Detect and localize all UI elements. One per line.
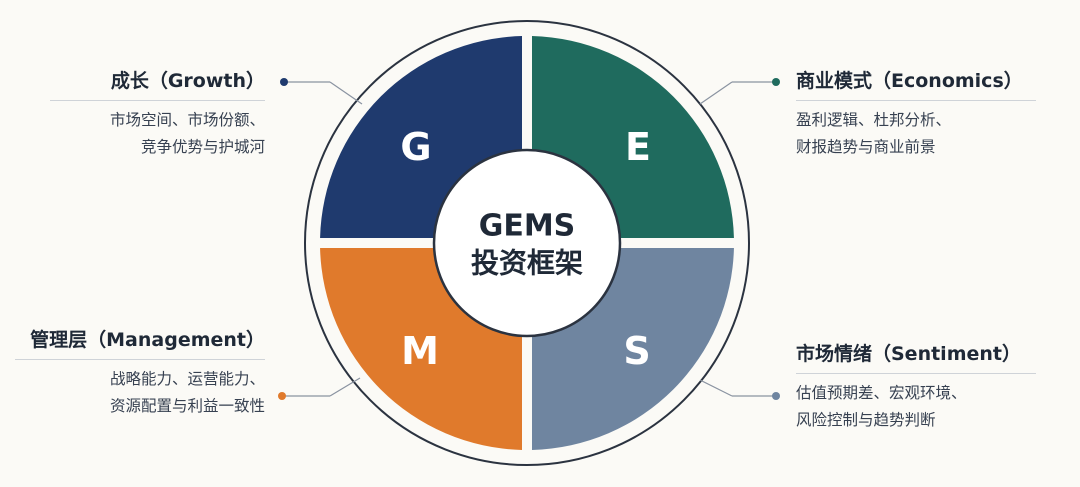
outer-ring — [304, 20, 750, 466]
quadrant-m — [320, 247, 523, 450]
label-growth-desc-1: 市场空间、市场份额、 — [109, 111, 265, 129]
connector-growth-diag — [329, 81, 363, 105]
label-management-desc-1: 战略能力、运营能力、 — [109, 370, 265, 388]
label-management: 管理层（Management） 战略能力、运营能力、 资源配置与利益一致性 — [0, 327, 265, 420]
label-sentiment-rule — [796, 373, 1036, 374]
label-economics-desc-1: 盈利逻辑、杜邦分析、 — [796, 111, 952, 129]
label-sentiment: 市场情绪（Sentiment） 估值预期差、宏观环境、 风险控制与趋势判断 — [796, 341, 1056, 434]
label-management-desc-2: 资源配置与利益一致性 — [109, 397, 265, 415]
quadrant-e — [531, 36, 734, 239]
label-management-rule — [15, 359, 265, 360]
quadrant-s-letter: S — [623, 329, 650, 373]
connector-management-dot — [278, 392, 286, 400]
quadrant-s — [531, 247, 734, 450]
label-sentiment-desc-2: 风险控制与趋势判断 — [796, 411, 936, 429]
connector-economics-diag — [699, 81, 733, 105]
label-economics-rule — [796, 100, 1036, 101]
connector-sentiment-dot — [772, 392, 780, 400]
inner-circle — [441, 157, 613, 329]
quadrant-g — [320, 36, 523, 239]
label-economics-desc-2: 财报趋势与商业前景 — [796, 138, 936, 156]
label-growth-title: 成长（Growth） — [110, 70, 265, 92]
connector-sentiment-diag — [699, 379, 733, 397]
label-management-title: 管理层（Management） — [30, 329, 265, 351]
label-sentiment-title: 市场情绪（Sentiment） — [796, 343, 1021, 365]
quadrant-m-letter: M — [401, 329, 439, 373]
connector-management-diag — [329, 377, 361, 397]
label-growth: 成长（Growth） 市场空间、市场份额、 竞争优势与护城河 — [0, 68, 265, 161]
label-economics-title: 商业模式（Economics） — [796, 70, 1023, 92]
quadrant-e-letter: E — [625, 125, 651, 169]
quadrant-g-letter: G — [400, 125, 431, 169]
center-subtitle: 投资框架 — [471, 247, 583, 280]
connector-growth-dot — [280, 78, 288, 86]
label-growth-rule — [50, 100, 265, 101]
center-title: GEMS — [479, 209, 576, 244]
connector-economics-dot — [772, 78, 780, 86]
label-growth-desc-2: 竞争优势与护城河 — [140, 138, 265, 156]
label-economics: 商业模式（Economics） 盈利逻辑、杜邦分析、 财报趋势与商业前景 — [796, 68, 1056, 161]
label-sentiment-desc-1: 估值预期差、宏观环境、 — [796, 384, 967, 402]
